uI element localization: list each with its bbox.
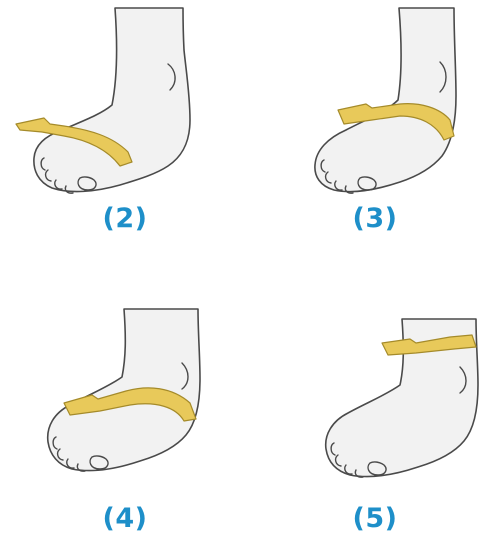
panel-label: (5) — [250, 503, 500, 535]
foot-shape — [315, 8, 456, 192]
foot-measurement-panel: (5) — [250, 267, 500, 534]
foot-measurement-panel: (4) — [0, 267, 250, 534]
foot-shape — [48, 309, 200, 471]
panel-label: (2) — [0, 203, 250, 235]
panel-label: (4) — [0, 503, 250, 535]
foot-shape — [34, 8, 190, 192]
foot-illustration — [0, 267, 250, 534]
foot-illustration — [250, 267, 500, 534]
foot-measurement-panel: (2) — [0, 0, 250, 267]
foot-measurement-panel: (3) — [250, 0, 500, 267]
panel-label: (3) — [250, 203, 500, 235]
